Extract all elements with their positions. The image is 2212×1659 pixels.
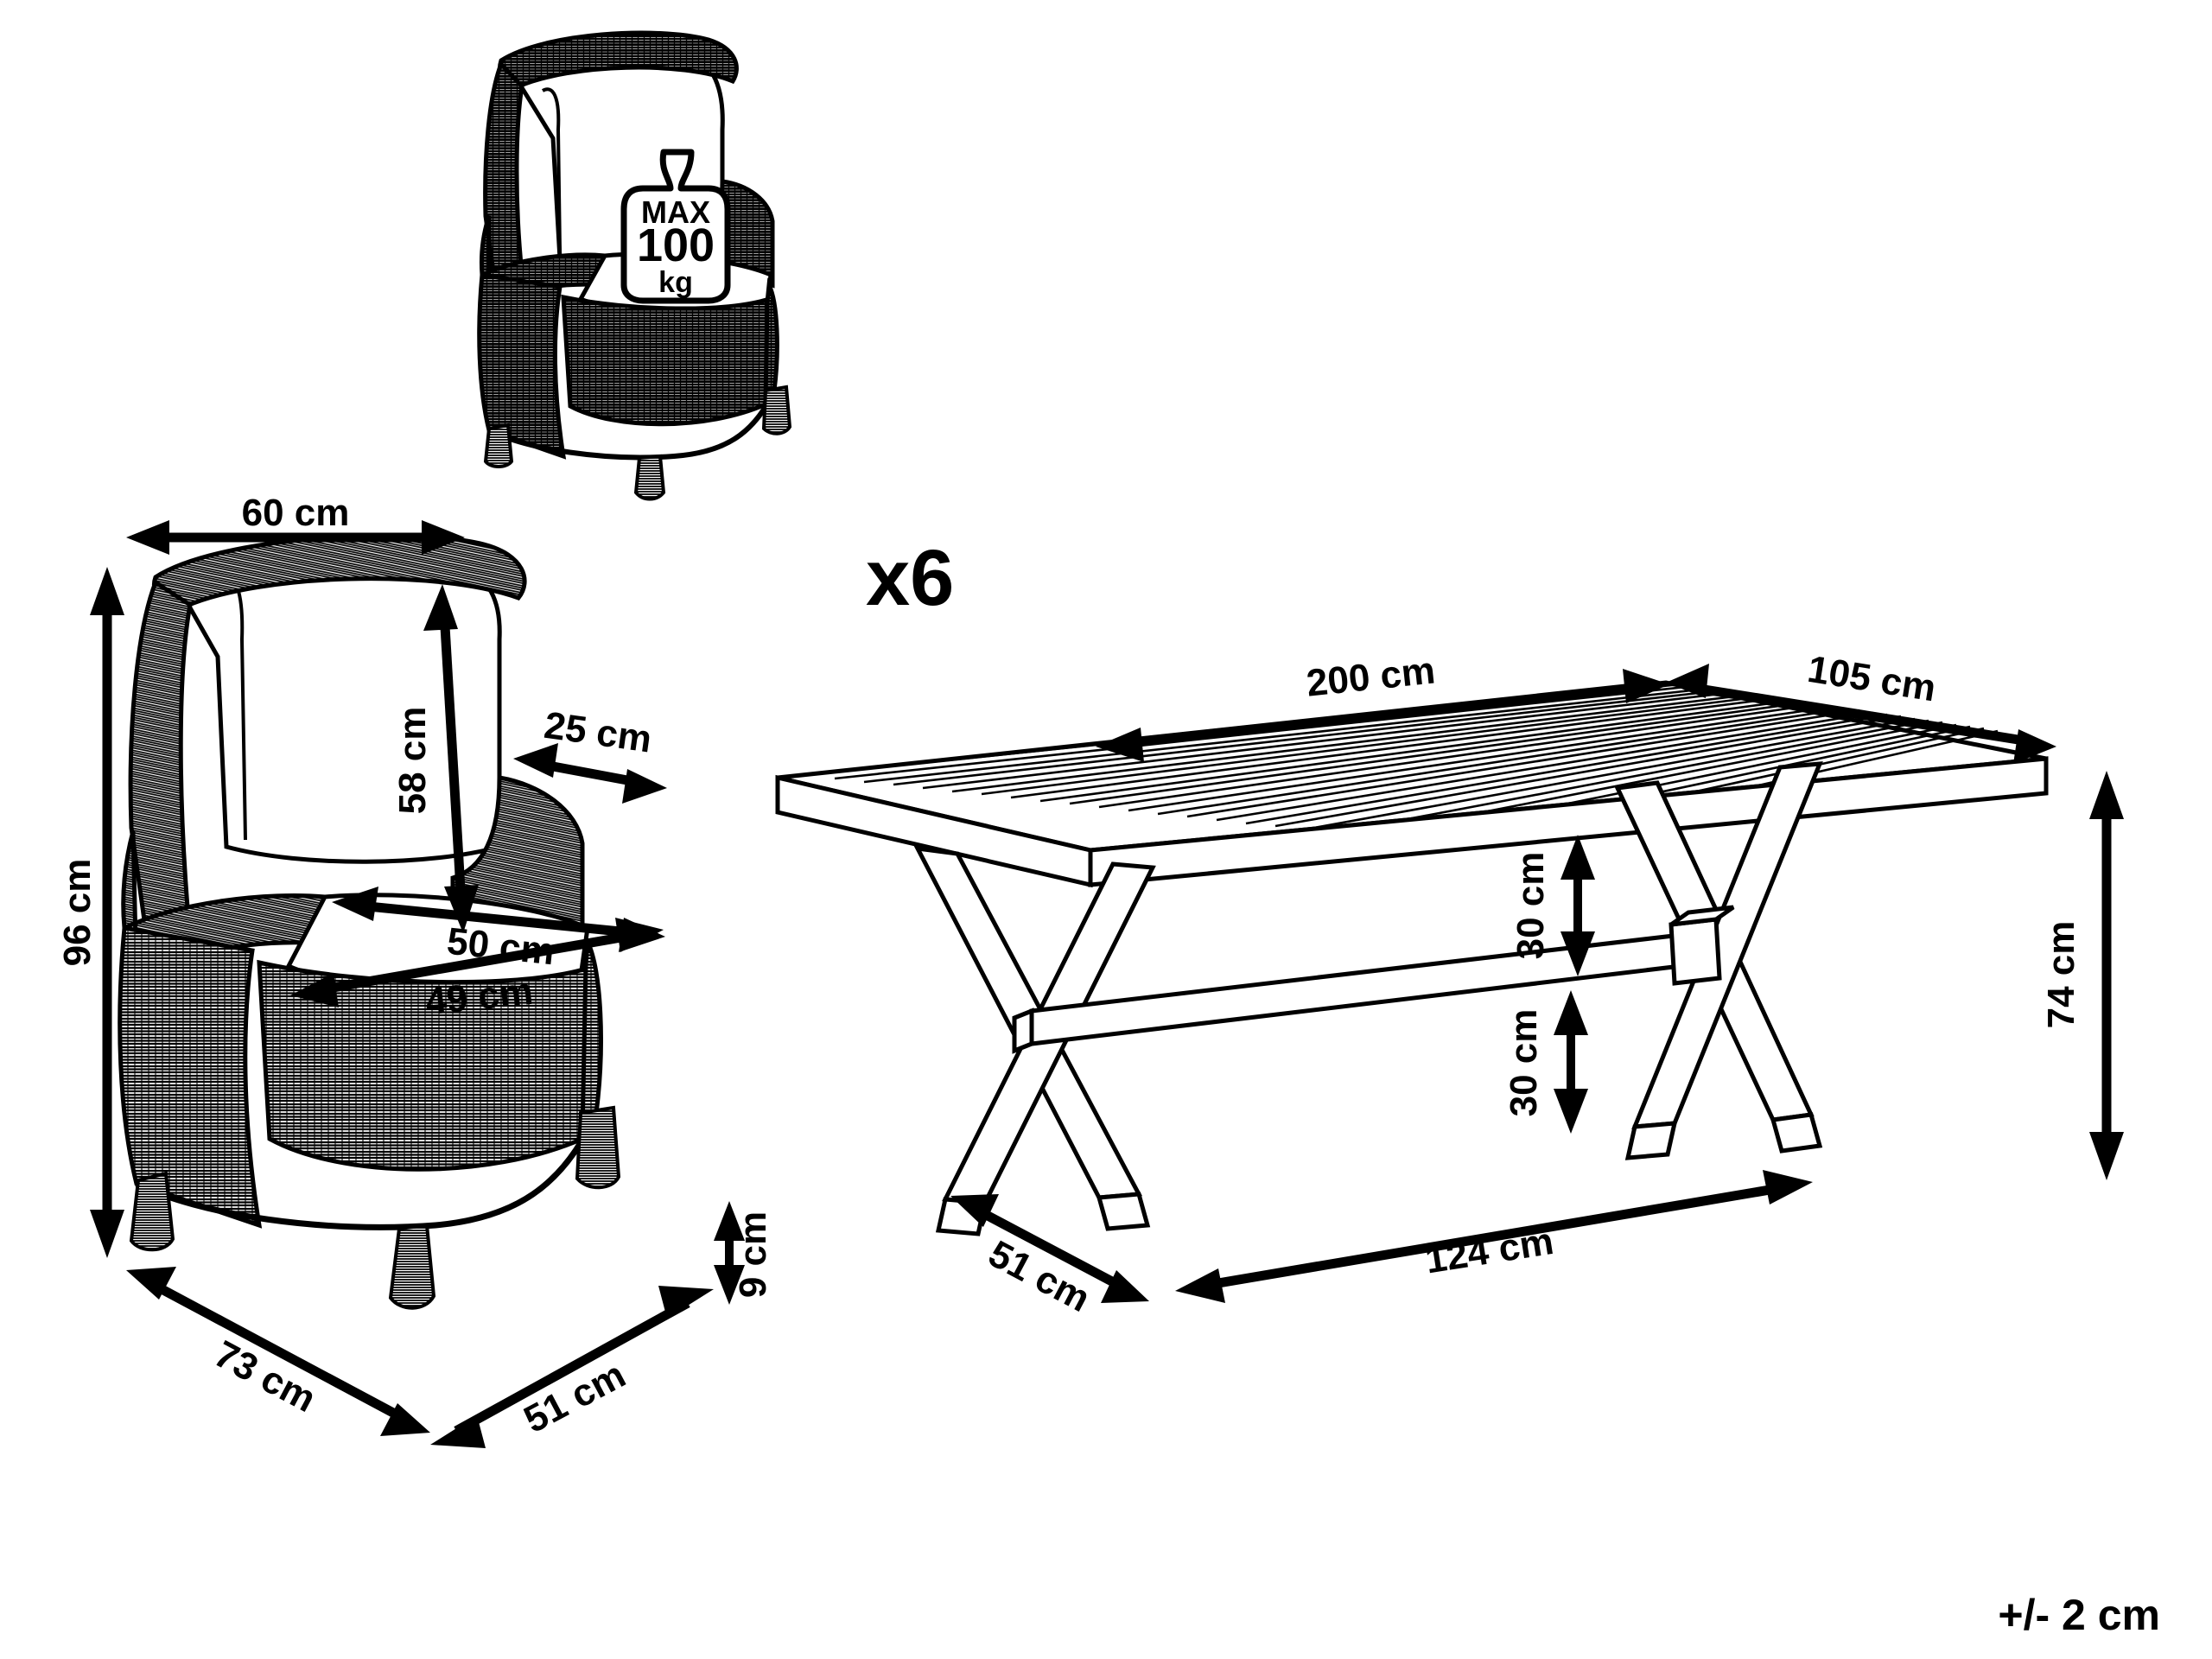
chair-with-max-load-illustration: MAX 100 kg: [477, 30, 792, 501]
weight-max-text: MAX: [641, 194, 710, 230]
max-load-weight-icon: MAX 100 kg: [620, 149, 731, 304]
quantity-label: x6: [866, 534, 954, 622]
chair-width-top-label: 60 cm: [242, 492, 350, 534]
chair-height-label: 96 cm: [56, 859, 99, 967]
table-stretcher-floor-label: 30 cm: [1503, 1009, 1545, 1117]
table-height-label: 74 cm: [2040, 921, 2082, 1029]
weight-value-text: 100: [637, 219, 715, 271]
chair-foot-height-label: 9 cm: [732, 1211, 774, 1298]
chair-dim-width-top: 60 cm: [126, 492, 465, 555]
table-dim-top-to-stretcher: 30 cm: [1510, 835, 1595, 976]
chair-dim-height: 96 cm: [56, 567, 124, 1258]
weight-unit-text: kg: [658, 266, 693, 299]
dining-table-illustration: [775, 680, 2049, 1236]
table-top-stretcher-label: 30 cm: [1510, 852, 1552, 960]
table-dim-height: 74 cm: [2040, 771, 2124, 1180]
tolerance-note: +/- 2 cm: [1998, 1591, 2160, 1639]
chair-dim-backrest-cushion: 58 cm: [391, 584, 479, 933]
rattan-armchair-illustration: [118, 533, 621, 1310]
chair-dim-foot-height: 9 cm: [714, 1201, 774, 1305]
table-dim-stretcher-to-floor: 30 cm: [1503, 990, 1588, 1134]
chair-backrest-label: 58 cm: [391, 707, 434, 815]
